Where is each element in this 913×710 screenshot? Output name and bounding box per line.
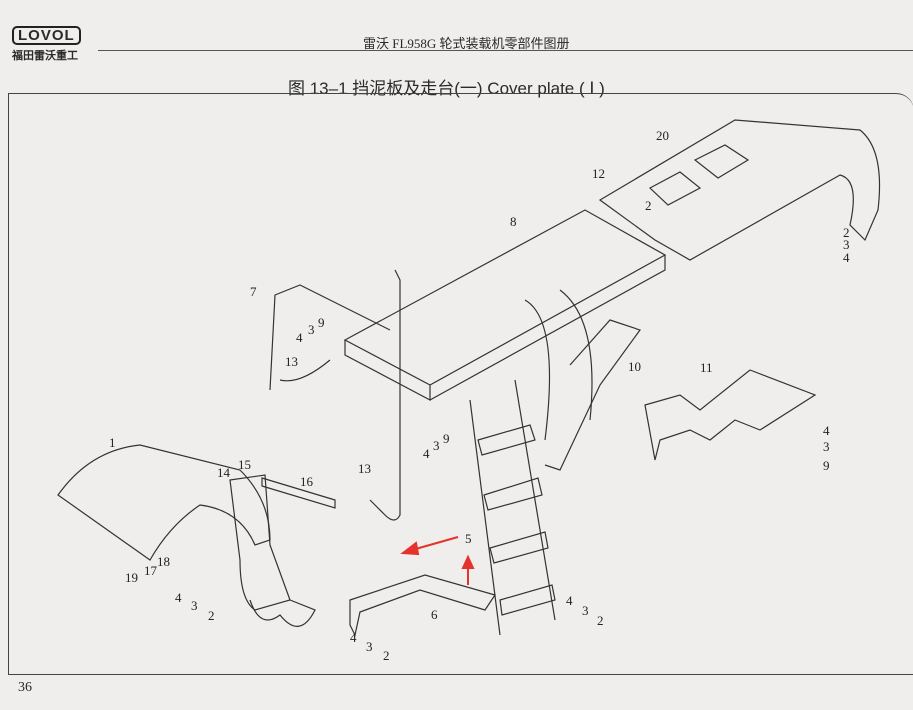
callout: 4 [296,330,303,345]
part-rear-fender [598,119,881,261]
callout: 7 [250,284,257,299]
callout: 11 [700,360,713,375]
callout: 12 [592,166,605,181]
callout: 1 [109,435,116,450]
book-title: 雷沃 FL958G 轮式装载机零部件图册 [363,36,570,51]
callout: 3 [433,438,440,453]
part-platform [343,209,667,441]
callout: 9 [823,458,830,473]
part-step-11 [644,369,817,461]
callout: 9 [318,315,325,330]
logo-text: LOVOL [12,26,81,45]
callout: 4 [823,423,830,438]
callout: 2 [843,225,850,240]
page-number: 36 [18,680,32,695]
part-bracket-6 [349,574,496,637]
callout: 2 [645,198,652,213]
callout: 4 [843,250,850,265]
callout: 3 [843,237,850,252]
callout: 4 [175,590,182,605]
annotation-arrows [400,536,475,585]
callout: 3 [823,439,830,454]
callout: 17 [144,563,158,578]
callout: 5 [465,531,472,546]
callout: 2 [597,613,604,628]
part-strip-15 [261,477,336,509]
part-mudflap-14 [229,474,316,627]
part-handrail-7 [269,269,401,521]
callout: 4 [423,446,430,461]
callout: 6 [431,607,438,622]
callout: 18 [157,554,170,569]
header-rule [98,50,913,51]
callout: 15 [238,457,251,472]
callout: 4 [566,593,573,608]
part-rail-10 [544,319,641,471]
callout: 13 [358,461,371,476]
callout: 3 [582,603,589,618]
callout: 14 [217,465,231,480]
callout: 20 [656,128,669,143]
callout: 10 [628,359,641,374]
lovol-logo: LOVOL 福田雷沃重工 [12,26,81,63]
callout: 3 [366,639,373,654]
callout: 8 [510,214,517,229]
callout: 13 [285,354,298,369]
part-ladder-5 [469,379,556,636]
callout: 2 [208,608,215,623]
callout: 16 [300,474,314,489]
callout: 2 [383,648,390,663]
callout: 4 [350,630,357,645]
diagram-frame [8,93,913,675]
callout: 3 [191,598,198,613]
callout: 3 [308,322,315,337]
callout: 19 [125,570,138,585]
callout: 9 [443,431,450,446]
logo-cn: 福田雷沃重工 [12,50,78,62]
